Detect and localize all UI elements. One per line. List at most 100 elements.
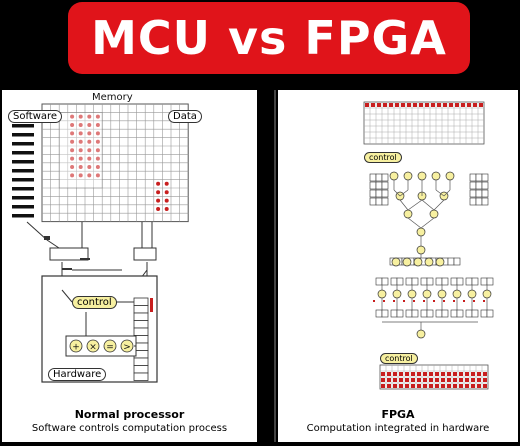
- fpga-register: [381, 277, 389, 286]
- code-region: [58, 111, 103, 189]
- fpga-register: [426, 309, 434, 318]
- memory-dot: [417, 372, 421, 376]
- fpga-register: [390, 277, 398, 286]
- memory-dot: [87, 139, 92, 144]
- memory-dot: [95, 148, 100, 153]
- memory-dot: [383, 103, 387, 107]
- alu-op-label: ×: [89, 343, 97, 353]
- fpga-dot: [403, 300, 405, 302]
- memory-dot: [483, 372, 487, 376]
- fpga-register: [420, 309, 428, 318]
- memory-dot: [156, 190, 161, 195]
- fpga-bottom-memory: [379, 364, 489, 390]
- fpga-dot: [383, 300, 385, 302]
- fpga-logic-node: [437, 289, 447, 299]
- memory-dot: [429, 384, 433, 388]
- fpga-logic-node: [403, 171, 413, 181]
- memory-dot: [405, 384, 409, 388]
- fpga-register: [396, 277, 404, 286]
- software-instructions: [12, 124, 34, 218]
- fpga-logic-node: [391, 257, 401, 267]
- fpga-wire: [407, 199, 423, 211]
- fpga-logic-node: [445, 171, 455, 181]
- memory-dot: [479, 103, 483, 107]
- memory-dot: [70, 131, 75, 136]
- memory-dot: [405, 378, 409, 382]
- fpga-register: [381, 189, 389, 198]
- register-cell: [133, 305, 149, 314]
- fpga-register: [369, 189, 377, 198]
- memory-dot: [156, 198, 161, 203]
- fpga-diagram: [363, 101, 494, 390]
- instruction-bar: [12, 214, 34, 218]
- fpga-register: [390, 309, 398, 318]
- memory-dot: [423, 384, 427, 388]
- memory-grid: [41, 103, 189, 223]
- memory-dot: [387, 378, 391, 382]
- memory-dot: [447, 378, 451, 382]
- register-cell: [133, 312, 149, 321]
- fpga-register: [435, 277, 443, 286]
- memory-dot: [423, 372, 427, 376]
- register-cell: [133, 365, 149, 374]
- fpga-dot: [413, 300, 415, 302]
- memory-dot: [70, 156, 75, 161]
- fpga-logic-node: [431, 171, 441, 181]
- fpga-register: [375, 277, 383, 286]
- fpga-register: [469, 181, 477, 190]
- fpga-register: [369, 197, 377, 206]
- memory-dot: [70, 123, 75, 127]
- memory-dot: [473, 103, 477, 107]
- memory-dot: [164, 207, 169, 211]
- memory-dot: [87, 165, 92, 169]
- fpga-register: [471, 309, 479, 318]
- memory-dot: [95, 131, 100, 136]
- fpga-register: [465, 309, 473, 318]
- memory-dot: [435, 372, 439, 376]
- memory-dot: [393, 372, 397, 376]
- memory-dot: [70, 148, 75, 153]
- fpga-register: [396, 309, 404, 318]
- memory-dot: [453, 372, 457, 376]
- fpga-dot: [483, 300, 485, 302]
- fpga-register: [369, 173, 377, 182]
- fpga-caption-subtitle: Computation integrated in hardware: [306, 423, 490, 434]
- fpga-dot: [473, 300, 475, 302]
- memory-dot: [70, 165, 75, 169]
- memory-dot: [399, 378, 403, 382]
- fpga-control-bottom: control: [380, 353, 418, 364]
- memory-dot: [417, 384, 421, 388]
- fpga-register: [475, 197, 483, 206]
- fpga-register: [469, 189, 477, 198]
- fpga-register: [411, 277, 419, 286]
- memory-dot: [483, 378, 487, 382]
- fpga-logic-node: [389, 171, 399, 181]
- fpga-logic-node: [482, 289, 492, 299]
- memory-dot: [401, 103, 405, 107]
- memory-dot: [399, 372, 403, 376]
- memory-dot: [417, 378, 421, 382]
- register-marker: [150, 298, 153, 312]
- memory-dot: [78, 173, 83, 178]
- memory-dot: [459, 384, 463, 388]
- alu-op-label: >: [123, 343, 131, 353]
- instruction-bar: [12, 169, 34, 173]
- fpga-register: [471, 277, 479, 286]
- memory-dot: [455, 103, 459, 107]
- fpga-logic-node: [392, 289, 402, 299]
- memory-dot: [435, 378, 439, 382]
- fpga-wire: [399, 189, 409, 197]
- fpga-register: [435, 309, 443, 318]
- memory-dot: [395, 103, 399, 107]
- fpga-wire: [420, 217, 435, 229]
- fpga-register: [450, 309, 458, 318]
- instruction-bar: [12, 124, 34, 128]
- memory-dot: [95, 123, 100, 127]
- fpga-register: [369, 181, 377, 190]
- fpga-caption-title: FPGA: [381, 408, 415, 421]
- fpga-register: [480, 309, 488, 318]
- fpga-logic-node: [402, 257, 412, 267]
- memory-dot: [164, 181, 169, 186]
- fpga-wire: [433, 199, 445, 211]
- memory-dot: [429, 378, 433, 382]
